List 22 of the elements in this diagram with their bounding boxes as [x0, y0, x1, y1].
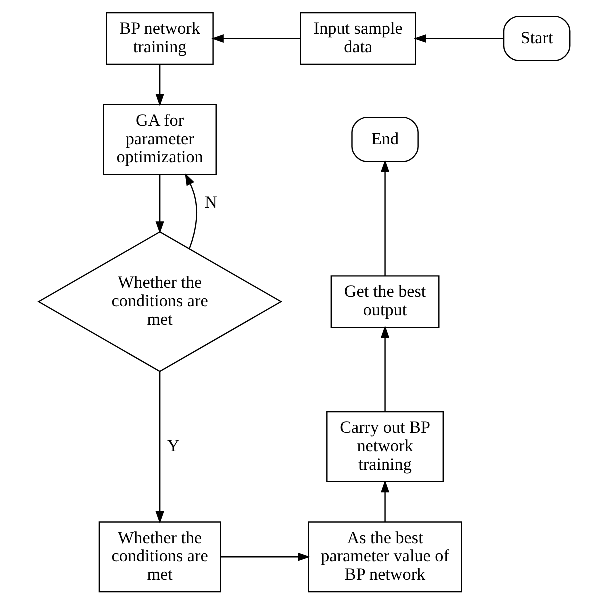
node-box: Input sample data — [300, 12, 416, 66]
arrow — [220, 552, 310, 562]
node-box: BP network training — [106, 12, 214, 66]
node-box: End — [352, 117, 419, 162]
arrow — [156, 174, 164, 234]
node-box: Carry out BP network training — [326, 411, 444, 482]
node-box: As the best parameter value of BP network — [308, 522, 462, 593]
arrow — [212, 34, 301, 44]
arrow — [156, 64, 164, 107]
arrow — [414, 34, 504, 44]
node-box: Whether the conditions are met — [98, 522, 222, 593]
edge-label: Y — [167, 436, 180, 456]
arrow — [381, 480, 390, 522]
arrow — [381, 160, 390, 276]
arrow — [156, 372, 164, 524]
edge-label: N — [204, 192, 218, 212]
node-box: Start — [503, 16, 571, 62]
node-box: Get the best output — [330, 276, 440, 328]
node-diamond: Whether the conditions are met — [38, 231, 282, 372]
arrow — [185, 173, 198, 250]
node-box: GA for parameter optimization — [103, 104, 217, 176]
arrow — [381, 326, 390, 412]
